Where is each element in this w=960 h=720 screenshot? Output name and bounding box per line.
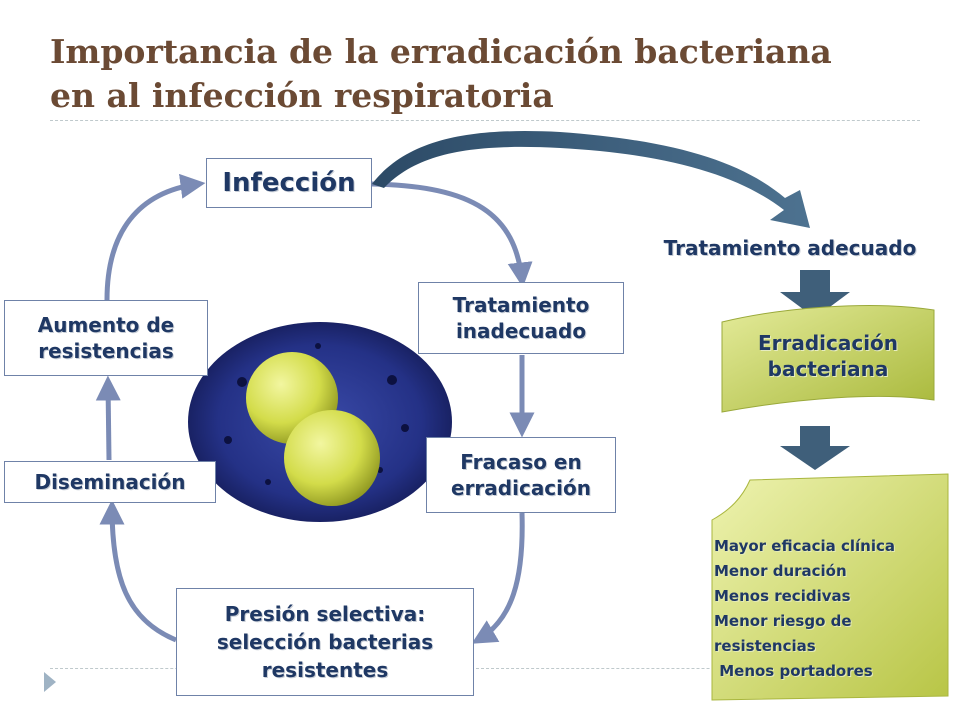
arrow-to-tratamiento <box>371 181 533 288</box>
down-arrow-1-icon <box>780 270 850 318</box>
arrow-to-aumento <box>95 375 121 461</box>
benefits-flag <box>711 473 949 701</box>
title-line-1: Importancia de la erradicación bacterian… <box>50 32 832 71</box>
bullet-triangle-icon <box>44 672 56 692</box>
erradicacion-label: Erradicación bacteriana <box>722 330 934 382</box>
benefit-item: Menor riesgo de <box>714 612 852 630</box>
fracaso-line-2: erradicación <box>451 476 591 500</box>
footer-divider <box>50 668 920 669</box>
tratamiento-inadecuado-line-1: Tratamiento <box>452 293 590 317</box>
benefit-item: Menos portadores <box>714 662 873 680</box>
aumento-resistencias-box: Aumento de resistencias <box>4 300 208 376</box>
slide-title: Importancia de la erradicación bacterian… <box>50 30 930 118</box>
title-line-2: en al infección respiratoria <box>50 76 554 115</box>
diseminacion-box: Diseminación <box>4 461 216 503</box>
tratamiento-inadecuado-line-2: inadecuado <box>455 319 587 343</box>
benefits-list: Mayor eficacia clínica Menor duración Me… <box>714 534 944 684</box>
erradicacion-banner <box>721 305 935 413</box>
aumento-line-2: resistencias <box>38 339 174 363</box>
presion-selectiva-box: Presión selectiva: selección bacterias r… <box>176 588 474 696</box>
bacteria-image <box>188 322 452 522</box>
aumento-line-1: Aumento de <box>37 313 175 337</box>
presion-line-3: resistentes <box>261 658 389 682</box>
presion-line-2: selección bacterias <box>216 630 434 654</box>
erradicacion-line-1: Erradicación <box>757 331 899 355</box>
big-curved-arrow <box>372 131 810 228</box>
fracaso-box: Fracaso en erradicación <box>426 437 616 513</box>
tratamiento-adecuado-label: Tratamiento adecuado <box>663 236 917 260</box>
infeccion-label: Infección <box>222 168 356 198</box>
benefit-item: Menor duración <box>714 562 847 580</box>
arrow-to-diseminacion <box>99 499 177 643</box>
fracaso-line-1: Fracaso en <box>460 450 582 474</box>
diseminacion-label: Diseminación <box>34 470 186 494</box>
benefit-item: Mayor eficacia clínica <box>714 537 895 555</box>
title-divider <box>50 120 920 121</box>
down-arrow-2-icon <box>780 426 850 470</box>
erradicacion-line-2: bacteriana <box>767 357 889 381</box>
infeccion-box: Infección <box>206 158 372 208</box>
tratamiento-inadecuado-box: Tratamiento inadecuado <box>418 282 624 354</box>
arrow-to-presion <box>471 512 525 644</box>
arrow-to-infeccion <box>104 173 206 301</box>
benefit-item: resistencias <box>714 637 816 655</box>
benefit-item: Menos recidivas <box>714 587 851 605</box>
presion-line-1: Presión selectiva: <box>224 602 426 626</box>
